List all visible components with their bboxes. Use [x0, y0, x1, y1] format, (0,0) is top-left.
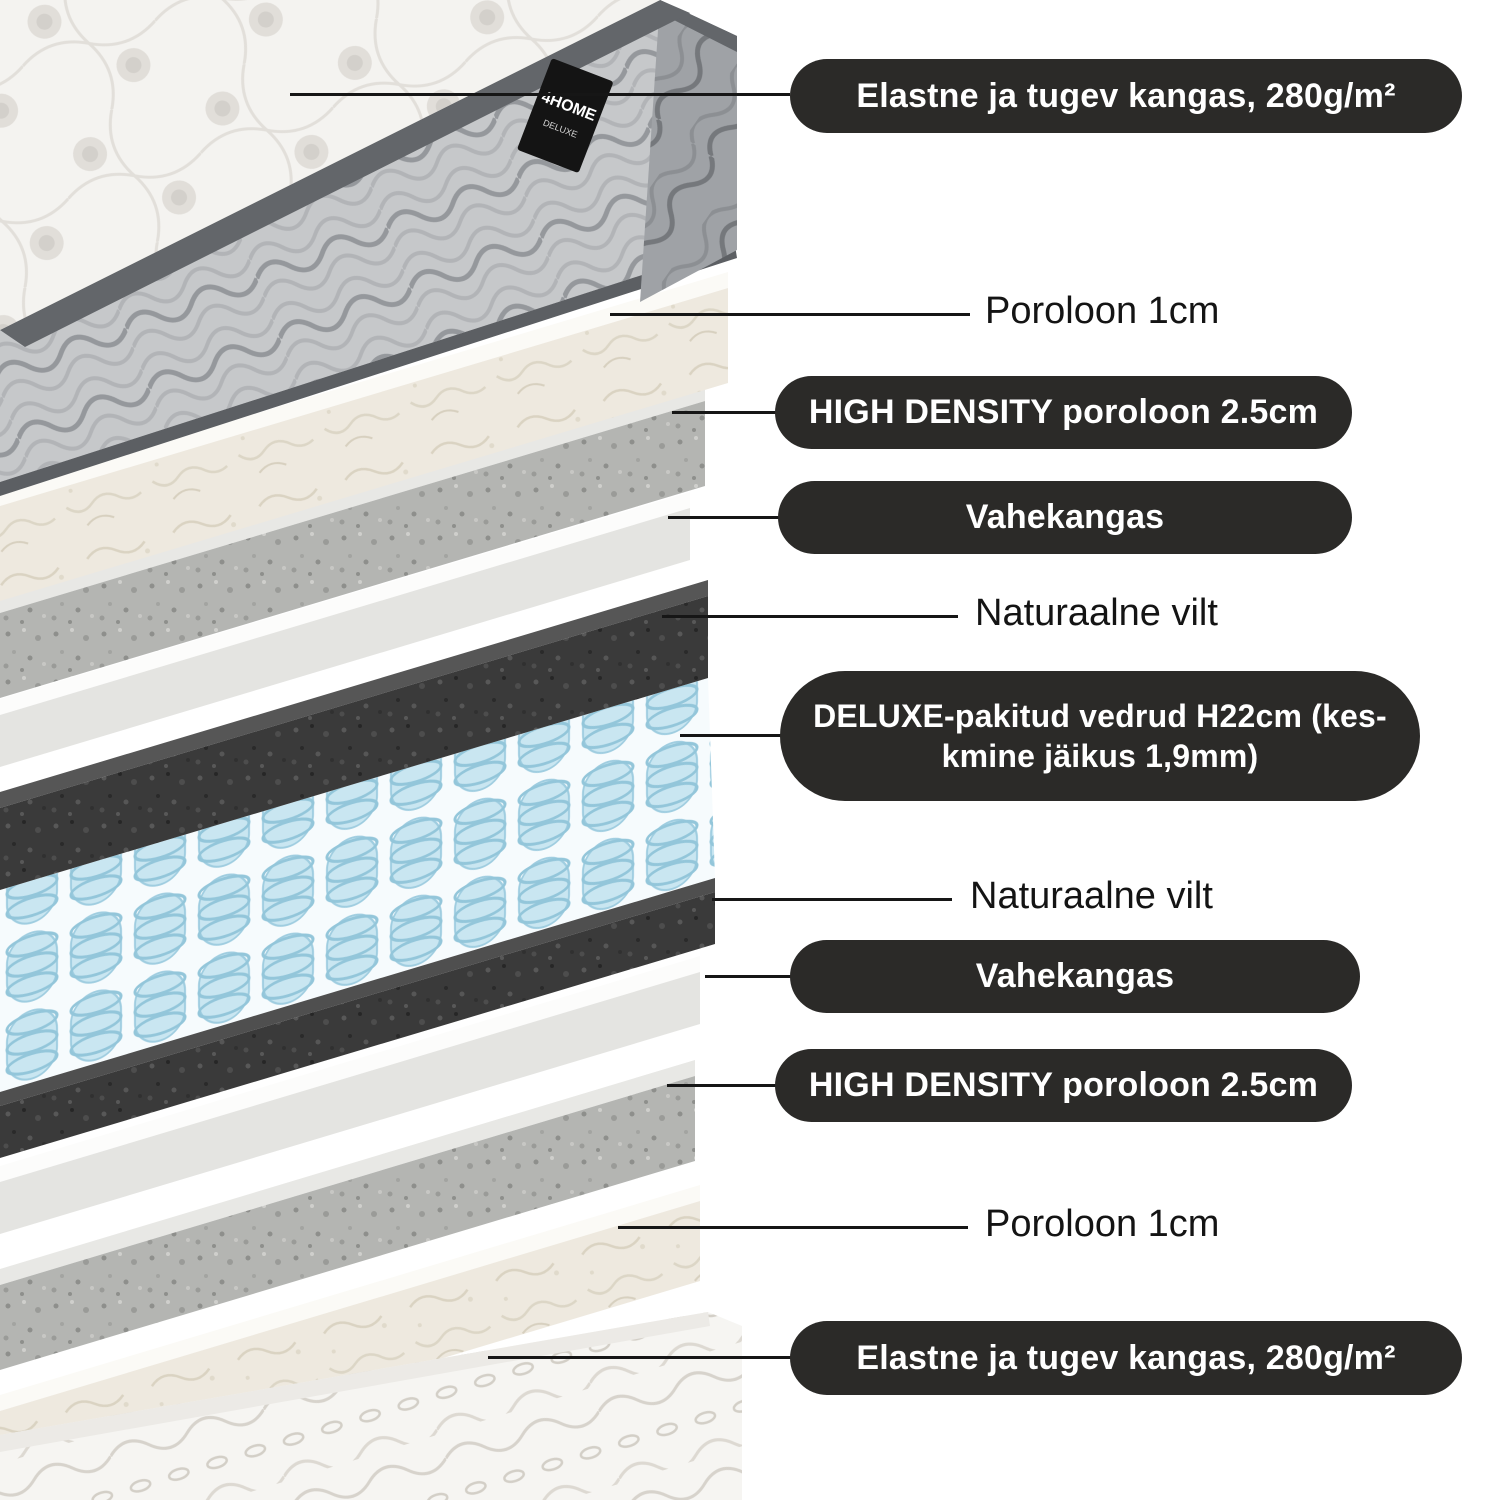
- label-badge-top-fabric: Elastne ja tugev kangas, 280g/m²: [790, 59, 1462, 133]
- label-text-line1: DELUXE-pakitud vedrud H22cm (kes-: [813, 698, 1387, 734]
- connector-line-bottom-fabric: [488, 1356, 792, 1359]
- label-text: Elastne ja tugev kangas, 280g/m²: [856, 1338, 1396, 1377]
- layer-felt-lower: [0, 878, 715, 1158]
- connector-line-spacer-upper: [668, 516, 780, 519]
- connector-line-hd-upper: [672, 411, 778, 414]
- label-text: Vahekangas: [965, 498, 1165, 537]
- layer-spacer-fabric-upper: [0, 492, 690, 767]
- label-felt-lower: Naturaalne vilt: [970, 875, 1213, 918]
- layer-spacer-fabric-lower: [0, 956, 700, 1234]
- label-text: Poroloon 1cm: [985, 290, 1220, 332]
- layer-top-mattress-block: 4HOME DELUXE: [0, 0, 737, 496]
- connector-line-foam-lower: [618, 1226, 968, 1229]
- label-text: Naturaalne vilt: [970, 875, 1213, 917]
- mattress-quilted-top: [0, 0, 660, 330]
- label-text-line2: kmine jäikus 1,9mm): [941, 738, 1259, 774]
- mattress-top-binding: [0, 0, 690, 347]
- connector-line-hd-lower: [667, 1084, 777, 1087]
- label-badge-spacer-upper: Vahekangas: [778, 481, 1352, 554]
- label-badge-springs: DELUXE-pakitud vedrud H22cm (kes- kmine …: [780, 671, 1420, 801]
- layer-high-density-foam-lower: [0, 1060, 695, 1370]
- mattress-bottom-binding: [0, 245, 737, 496]
- connector-line-felt-lower: [712, 898, 952, 901]
- label-badge-bottom-fabric: Elastne ja tugev kangas, 280g/m²: [790, 1321, 1462, 1395]
- label-text: Naturaalne vilt: [975, 592, 1218, 634]
- label-felt-upper: Naturaalne vilt: [975, 592, 1218, 635]
- label-text: Elastne ja tugev kangas, 280g/m²: [856, 76, 1396, 115]
- connector-line-felt-upper: [662, 615, 958, 618]
- connector-line-springs: [680, 734, 782, 737]
- label-text: HIGH DENSITY poroloon 2.5cm: [808, 393, 1319, 432]
- label-text: Vahekangas: [975, 957, 1175, 996]
- label-text: Poroloon 1cm: [985, 1203, 1220, 1245]
- layer-pocket-springs: [0, 678, 715, 1092]
- connector-line-top-fabric: [290, 93, 790, 96]
- label-foam-upper: Poroloon 1cm: [985, 290, 1219, 333]
- label-foam-lower: Poroloon 1cm: [985, 1203, 1219, 1246]
- layer-foam-upper: [0, 272, 728, 601]
- layer-bottom-cover-fabric: [0, 1312, 742, 1500]
- label-badge-hd-upper: HIGH DENSITY poroloon 2.5cm: [775, 376, 1352, 449]
- connector-line-spacer-lower: [705, 975, 793, 978]
- label-text: HIGH DENSITY poroloon 2.5cm: [808, 1066, 1319, 1105]
- label-badge-hd-lower: HIGH DENSITY poroloon 2.5cm: [775, 1049, 1352, 1122]
- label-badge-spacer-lower: Vahekangas: [790, 940, 1360, 1013]
- mattress-end-face: [640, 0, 737, 302]
- connector-line-foam-upper: [610, 313, 970, 316]
- layer-felt-upper: [0, 580, 708, 890]
